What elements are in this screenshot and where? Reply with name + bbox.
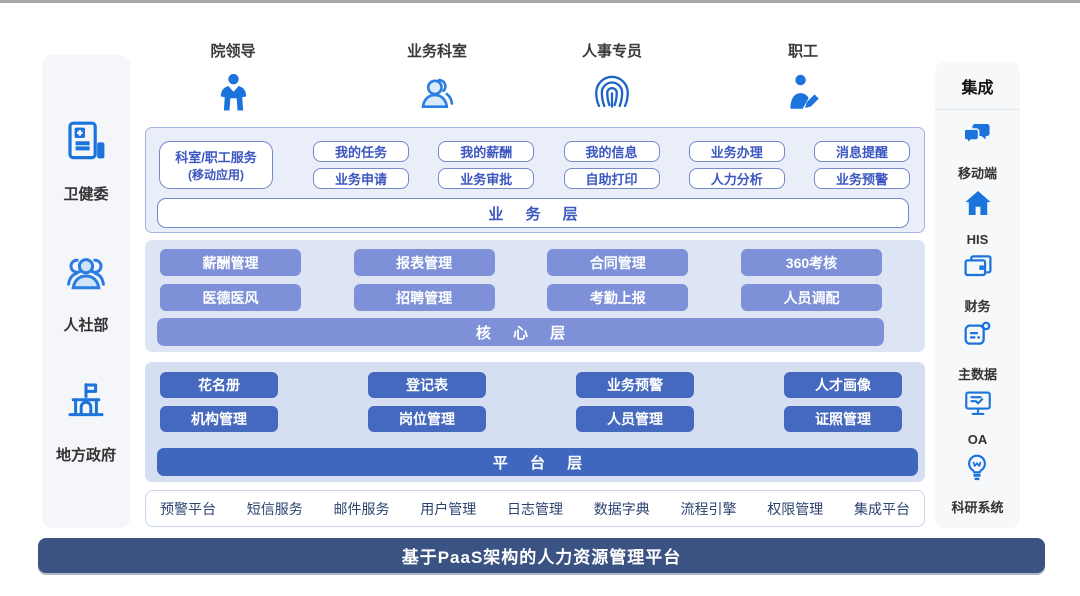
external-org-label: 卫健委 — [63, 185, 109, 203]
business-modules-grid: 我的任务 我的薪酬 我的信息 业务办理 消息提醒 业务申请 业务审批 自助打印 … — [313, 141, 910, 189]
department-users-icon — [416, 72, 458, 119]
integration-item-label: 科研系统 — [951, 499, 1004, 515]
feature-box-line2: (移动应用) — [188, 168, 244, 182]
business-module-box: 我的薪酬 — [438, 141, 535, 162]
core-module-box: 考勤上报 — [547, 284, 689, 311]
platform-module-box: 业务预警 — [576, 372, 694, 398]
business-module-box: 人力分析 — [688, 168, 785, 189]
monitor-icon — [962, 387, 994, 424]
business-module-box: 业务预警 — [814, 168, 910, 189]
external-org-weijianwei: 卫健委 — [62, 118, 110, 204]
base-services-strip: 预警平台 短信服务 邮件服务 用户管理 日志管理 数据字典 流程引擎 权限管理 … — [145, 490, 925, 527]
leader-person-icon — [212, 72, 254, 119]
business-module-box: 我的任务 — [313, 141, 409, 162]
core-module-box: 招聘管理 — [353, 284, 495, 311]
integration-items: 移动端 HIS 财务 — [935, 110, 1020, 528]
integration-item-label: HIS — [966, 231, 989, 247]
business-module-box: 业务审批 — [438, 168, 535, 189]
integration-panel-header: 集成 — [935, 62, 1020, 110]
integration-item-mobile: 移动端 — [958, 118, 997, 182]
chat-bubbles-icon — [961, 118, 993, 155]
core-layer-bar: 核 心 层 — [157, 318, 884, 346]
service-item: 权限管理 — [767, 500, 824, 517]
integration-item-finance: 财务 — [962, 251, 994, 315]
integration-item-label: 财务 — [964, 298, 991, 314]
external-org-label: 地方政府 — [55, 447, 116, 465]
service-item: 流程引擎 — [680, 500, 737, 517]
lightbulb-icon — [961, 452, 993, 489]
medical-report-icon — [62, 118, 110, 171]
core-module-box: 合同管理 — [547, 249, 689, 276]
platform-module-box: 登记表 — [368, 372, 486, 398]
platform-module-box: 证照管理 — [784, 406, 902, 432]
integration-item-research: 科研系统 — [951, 452, 1004, 516]
persona-label: 人事专员 — [581, 43, 643, 60]
feature-box-line1: 科室/职工服务 — [175, 150, 257, 165]
service-item: 短信服务 — [246, 500, 303, 517]
integration-item-label: OA — [967, 432, 988, 448]
business-layer-container: 科室/职工服务 (移动应用) 我的任务 我的薪酬 我的信息 业务办理 消息提醒 … — [145, 127, 925, 233]
data-card-icon — [961, 319, 993, 356]
business-module-box: 自助打印 — [563, 168, 660, 189]
staff-edit-icon — [782, 72, 824, 119]
persona-business-dept: 业务科室 — [407, 40, 467, 119]
service-item: 预警平台 — [160, 500, 216, 517]
service-item: 邮件服务 — [333, 500, 390, 517]
business-module-box: 业务申请 — [313, 168, 409, 189]
core-module-box: 薪酬管理 — [160, 249, 301, 276]
platform-module-box: 花名册 — [160, 372, 278, 398]
service-item: 日志管理 — [507, 500, 563, 517]
integration-item-label: 主数据 — [957, 367, 997, 383]
service-item: 集成平台 — [854, 500, 910, 517]
service-item: 数据字典 — [593, 500, 650, 517]
integration-item-master-data: 主数据 — [958, 319, 997, 383]
home-icon — [962, 187, 994, 224]
core-layer-container: 薪酬管理 报表管理 合同管理 360考核 医德医风 招聘管理 考勤上报 人员调配… — [145, 240, 925, 352]
business-module-box: 业务办理 — [688, 141, 785, 162]
top-divider-line — [0, 0, 1080, 3]
integration-item-oa: OA — [962, 387, 994, 447]
persona-hr-specialist: 人事专员 — [582, 40, 642, 119]
integration-item-his: HIS — [962, 187, 994, 247]
external-orgs-panel: 卫健委 人社部 — [42, 55, 130, 528]
platform-layer-container: 花名册 登记表 业务预警 人才画像 机构管理 岗位管理 人员管理 证照管理 平 … — [145, 362, 925, 482]
business-feature-box: 科室/职工服务 (移动应用) — [159, 141, 273, 189]
core-module-box: 医德医风 — [160, 284, 301, 311]
core-module-box: 人员调配 — [740, 284, 882, 311]
people-group-icon — [62, 249, 110, 302]
persona-label: 职工 — [787, 43, 818, 60]
platform-modules-grid: 花名册 登记表 业务预警 人才画像 机构管理 岗位管理 人员管理 证照管理 — [160, 372, 902, 432]
persona-staff: 职工 — [782, 40, 824, 119]
integration-item-label: 移动端 — [957, 166, 997, 182]
external-org-local-gov: 地方政府 — [56, 379, 116, 465]
government-building-icon — [62, 379, 110, 432]
persona-hospital-leader: 院领导 — [210, 40, 256, 119]
core-module-box: 360考核 — [740, 249, 882, 276]
wallet-icon — [962, 251, 994, 288]
fingerprint-icon — [591, 72, 633, 119]
core-modules-grid: 薪酬管理 报表管理 合同管理 360考核 医德医风 招聘管理 考勤上报 人员调配 — [160, 249, 882, 311]
core-module-box: 报表管理 — [353, 249, 495, 276]
persona-label: 院领导 — [210, 43, 256, 60]
business-module-box: 我的信息 — [563, 141, 660, 162]
platform-module-box: 岗位管理 — [368, 406, 486, 432]
integration-panel: 集成 移动端 HIS — [935, 62, 1020, 528]
business-layer-bar: 业 务 层 — [157, 198, 909, 228]
platform-module-box: 人员管理 — [576, 406, 694, 432]
platform-module-box: 人才画像 — [784, 372, 902, 398]
platform-title-bar: 基于PaaS架构的人力资源管理平台 — [38, 538, 1045, 573]
platform-layer-bar: 平 台 层 — [157, 448, 918, 476]
external-org-label: 人社部 — [63, 316, 109, 334]
external-org-renshebu: 人社部 — [62, 249, 110, 335]
service-item: 用户管理 — [420, 500, 477, 517]
persona-label: 业务科室 — [406, 43, 468, 60]
platform-module-box: 机构管理 — [160, 406, 278, 432]
business-module-box: 消息提醒 — [814, 141, 910, 162]
